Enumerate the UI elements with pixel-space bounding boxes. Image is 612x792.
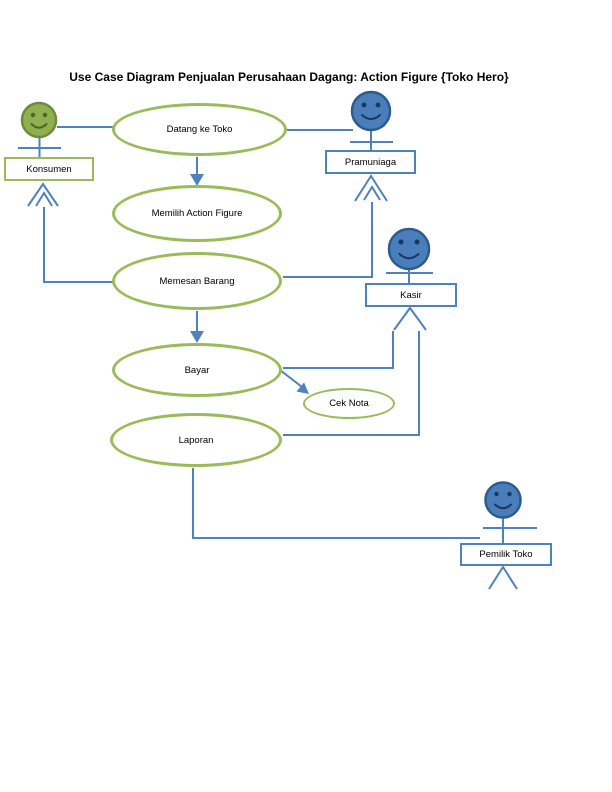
connector-bayar-kasir: [283, 331, 394, 369]
usecase-label: Bayar: [184, 364, 210, 376]
konsumen-figure: [18, 101, 61, 207]
konsumen-smiley-face-icon: [20, 101, 58, 139]
usecase-label: Cek Nota: [329, 398, 369, 409]
eye-icon: [30, 112, 36, 118]
usecase-memesan-barang: Memesan Barang: [112, 252, 282, 310]
arrowhead-down-icon: [190, 331, 204, 343]
pramuniaga-smiley-face-icon: [350, 90, 392, 132]
kasir-figure: [386, 227, 433, 331]
actor-box-pramuniaga: Pramuniaga: [325, 150, 416, 174]
usecase-label: Laporan: [178, 434, 214, 446]
pramuniaga-figure: [350, 90, 393, 202]
legs-line: [27, 182, 59, 207]
usecase-label: Datang ke Toko: [166, 124, 233, 135]
pemilik-toko-smiley-face-icon: [484, 481, 522, 519]
actor-label: Konsumen: [26, 163, 72, 175]
pemilik-toko-figure: [483, 481, 537, 590]
actor-box-konsumen: Konsumen: [4, 157, 94, 181]
eye-icon: [414, 239, 420, 245]
smile-icon: [494, 503, 512, 510]
eye-icon: [494, 491, 499, 497]
smile-icon: [398, 253, 420, 260]
usecase-memilih-action-figure: Memilih Action Figure: [112, 185, 282, 242]
connector-memesan-konsumen: [43, 207, 113, 283]
arrowhead-diagonal-icon: [296, 382, 309, 394]
usecase-cek-nota: Cek Nota: [303, 388, 395, 419]
actor-label: Pramuniaga: [344, 156, 397, 168]
eye-icon: [507, 491, 512, 497]
eye-icon: [375, 102, 381, 108]
legs-line: [393, 306, 427, 331]
actor-label: Kasir: [400, 289, 422, 301]
usecase-datang-ke-toko: Datang ke Toko: [112, 103, 287, 156]
connector-laporan-pemiliktoko: [192, 468, 480, 539]
legs-line: [354, 174, 388, 202]
actor-box-kasir: Kasir: [365, 283, 457, 307]
actor-label: Pemilik Toko: [479, 549, 533, 560]
usecase-label: Memilih Action Figure: [151, 208, 243, 219]
usecase-laporan: Laporan: [110, 413, 282, 467]
connector-bayar-ceknota: [279, 369, 303, 388]
usecase-label: Memesan Barang: [159, 275, 235, 287]
connector-memesan-pramuniaga: [283, 202, 373, 278]
actor-box-pemilik-toko: Pemilik Toko: [460, 543, 552, 566]
eye-icon: [42, 112, 48, 118]
smile-icon: [30, 123, 48, 129]
arrowhead-up-icon: [363, 185, 381, 201]
legs-line: [488, 565, 518, 590]
diagram-title: Use Case Diagram Penjualan Perusahaan Da…: [69, 70, 509, 84]
eye-icon: [361, 102, 367, 108]
kasir-smiley-face-icon: [387, 227, 431, 271]
connector-laporan-kasir: [283, 331, 420, 436]
arrowhead-down-icon: [190, 174, 204, 186]
eye-icon: [398, 239, 404, 245]
arrowhead-up-icon: [35, 191, 53, 207]
smile-icon: [361, 114, 381, 120]
usecase-bayar: Bayar: [112, 343, 282, 397]
